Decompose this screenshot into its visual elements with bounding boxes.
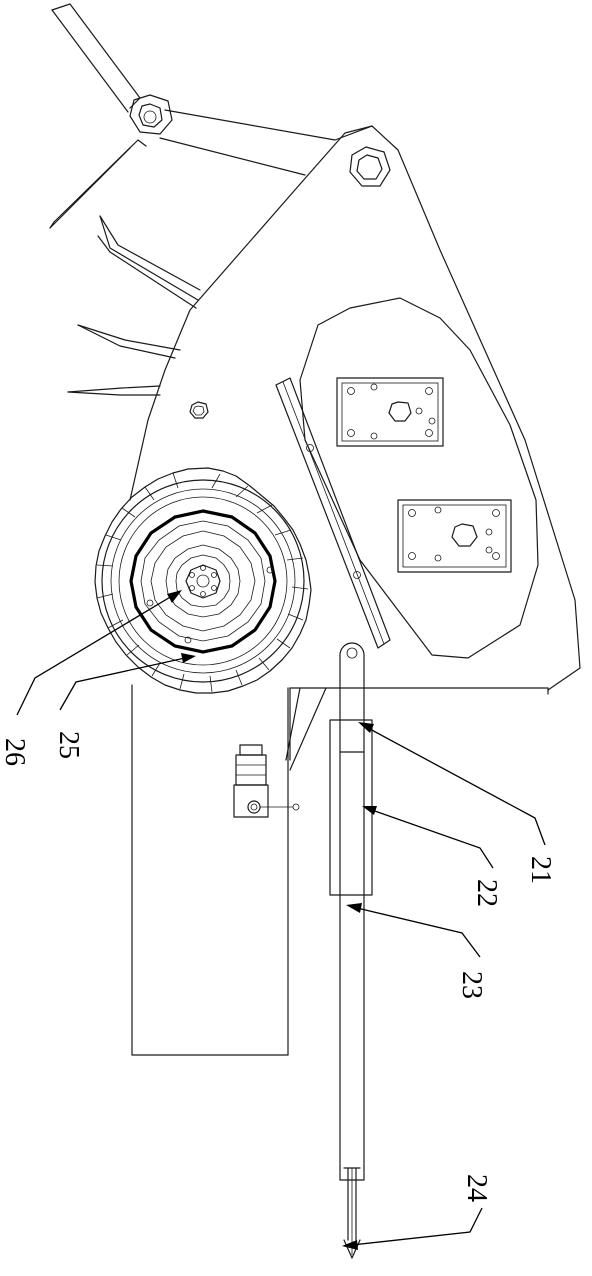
tire-tread [94, 467, 312, 694]
wheel-assembly [94, 467, 312, 694]
leader-25 [59, 657, 186, 711]
callout-25: 25 [53, 731, 84, 759]
lower-frame-box [131, 684, 289, 1056]
angle-bar [275, 377, 391, 649]
leader-23 [356, 907, 481, 958]
rim-ring [129, 509, 277, 654]
upper-arm [49, 3, 373, 229]
support-struts [285, 687, 327, 771]
sensor-valve-icon [233, 744, 300, 818]
side-cover-plate [299, 297, 539, 659]
bearing-plate-lower [397, 499, 512, 573]
tread-lugs [96, 472, 309, 693]
tines [67, 215, 201, 396]
leader-24 [351, 1207, 483, 1246]
leader-26 [16, 595, 173, 716]
bearing-plate-upper [336, 377, 444, 447]
callout-22: 22 [471, 879, 502, 907]
leader-22 [371, 809, 494, 869]
small-nut-icon [189, 401, 209, 419]
hub-hex-icon [185, 564, 221, 599]
hex-bolt-frame-icon [349, 146, 391, 187]
leader-21 [367, 727, 546, 846]
hex-bolt-upper-icon [129, 94, 173, 135]
leader-lines [16, 590, 546, 1250]
callout-26: 26 [0, 738, 30, 766]
callout-24: 24 [461, 1174, 492, 1202]
cylinder-assembly [329, 642, 373, 1259]
main-frame [129, 125, 581, 695]
callout-21: 21 [525, 856, 556, 884]
callout-23: 23 [456, 971, 487, 999]
